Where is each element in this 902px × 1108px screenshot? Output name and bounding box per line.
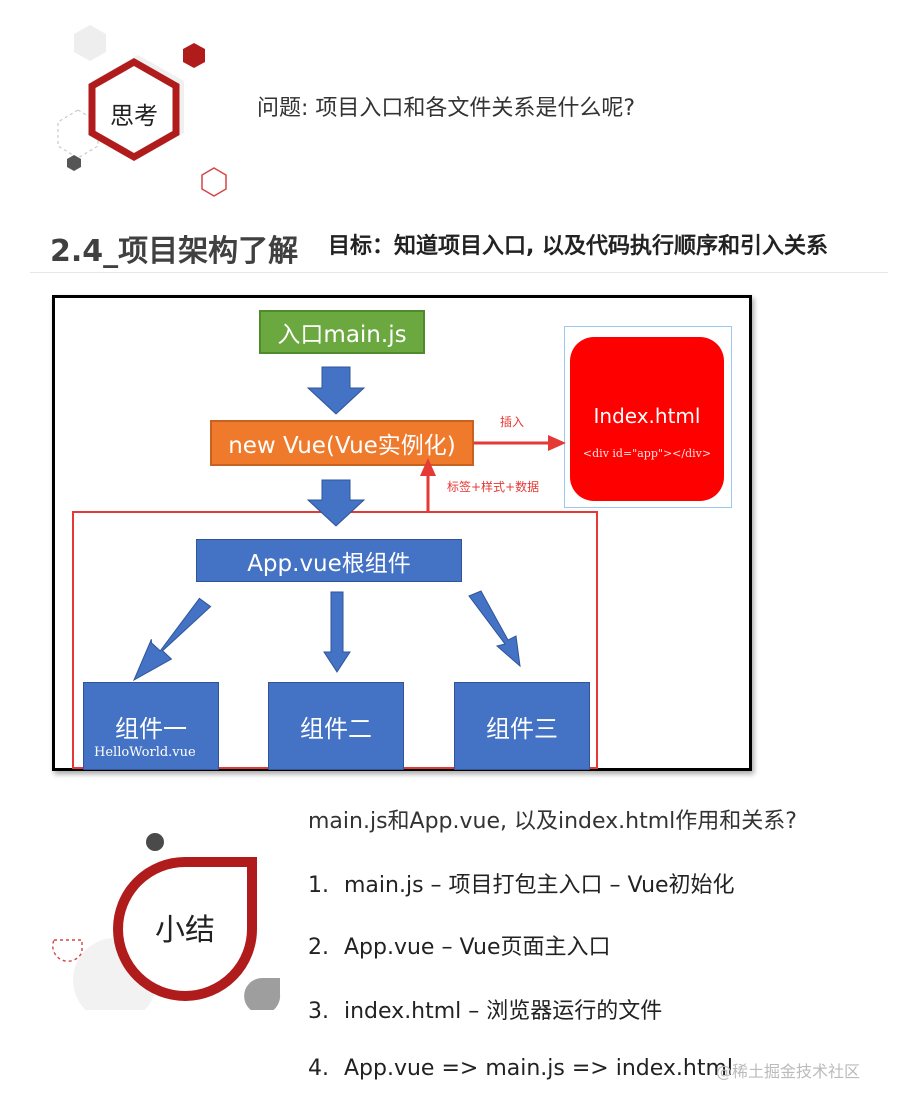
data-label: 标签+样式+数据 — [447, 480, 540, 494]
hex-grey-dot — [67, 155, 81, 171]
hex-light-top — [74, 25, 106, 61]
insert-label: 插入 — [500, 415, 525, 429]
think-badge: 思考 — [57, 25, 227, 197]
component-1-node: 组件一 HelloWorld.vue — [83, 682, 219, 770]
summary-ring — [113, 857, 258, 1001]
goal-text: 目标：知道项目入口, 以及代码执行顺序和引入关系 — [328, 234, 829, 259]
think-badge-label: 思考 — [110, 102, 158, 130]
component-3-node: 组件三 — [454, 682, 590, 770]
summary-item: 1. main.js – 项目打包主入口 – Vue初始化 — [308, 867, 735, 899]
hex-dark-small — [183, 43, 205, 68]
summary-item-number: 2. — [308, 935, 329, 960]
component-1-note: HelloWorld.vue — [94, 745, 196, 760]
summary-dashed-drop — [52, 939, 83, 962]
summary-item-number: 1. — [308, 873, 329, 898]
component-2-label: 组件二 — [300, 715, 372, 743]
watermark: @稀土掘金技术社区 — [716, 1062, 861, 1081]
hex-main — [88, 57, 180, 162]
component-3-label: 组件三 — [486, 715, 558, 743]
summary-grey-drop — [244, 978, 281, 1010]
component-1-label: 组件一 — [115, 715, 187, 743]
summary-item: 4. App.vue => main.js => index.html — [308, 1056, 733, 1081]
section-title: 2.4_项目架构了解 — [50, 234, 299, 269]
index-html-frame — [564, 326, 732, 508]
summary-badge: 小结 — [52, 833, 281, 1010]
index-html-title: Index.html — [593, 404, 701, 428]
hex-outline-small — [201, 167, 227, 197]
question-text: 问题: 项目入口和各文件关系是什么呢? — [257, 96, 636, 121]
summary-item-text: index.html – 浏览器运行的文件 — [344, 999, 663, 1024]
vue-instance-node: new Vue(Vue实例化) — [210, 420, 474, 466]
index-html-box — [570, 337, 724, 501]
summary-badge-label: 小结 — [155, 913, 215, 948]
summary-item-text: main.js – 项目打包主入口 – Vue初始化 — [344, 873, 735, 898]
entry-main-js-node: 入口main.js — [259, 310, 425, 354]
component-2-node: 组件二 — [268, 682, 404, 770]
summary-item-text: App.vue – Vue页面主入口 — [344, 935, 611, 960]
summary-question: main.js和App.vue, 以及index.html作用和关系? — [308, 809, 797, 834]
summary-item-number: 3. — [308, 999, 329, 1024]
summary-item-number: 4. — [308, 1056, 329, 1081]
title-divider — [30, 272, 888, 273]
summary-item-text: App.vue => main.js => index.html — [344, 1056, 734, 1081]
summary-item: 2. App.vue – Vue页面主入口 — [308, 929, 611, 961]
app-vue-root-node: App.vue根组件 — [196, 539, 462, 582]
summary-item: 3. index.html – 浏览器运行的文件 — [308, 993, 662, 1025]
index-html-code: <div id="app"></div> — [582, 447, 712, 460]
summary-dark-dot — [146, 833, 164, 851]
